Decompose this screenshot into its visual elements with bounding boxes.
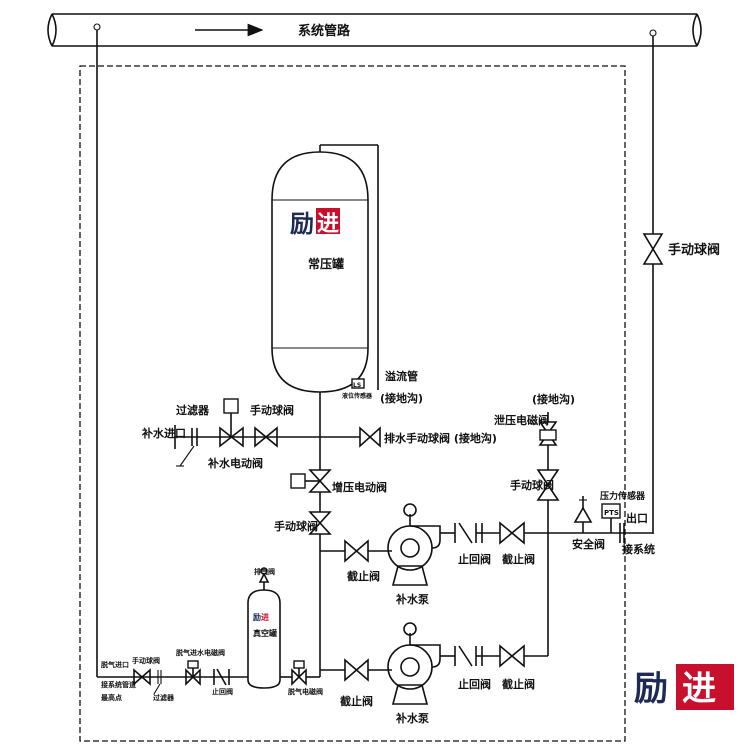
pressure-sensor [601, 503, 621, 533]
check-valve-1 [454, 522, 483, 544]
stop-valve-1-label: 截止阀 [502, 552, 535, 566]
degas-solenoid-2 [291, 660, 307, 686]
level-sensor-ls: LS [353, 382, 361, 389]
system-pipe: 系统管路 [47, 13, 702, 47]
check-valve-small-label: 止回阀 [212, 687, 233, 696]
equipment-boundary [79, 65, 626, 742]
vacuum-tank-brand2: 进 [261, 612, 269, 622]
degas-solenoid-label: 脱气进水电磁阀 [176, 648, 225, 657]
brand-logo: 励 进 [634, 664, 734, 710]
pressure-sensor-pts: PTS [604, 509, 619, 517]
stop-valve-pump1-label: 截止阀 [347, 569, 380, 583]
relief-drain-label: (接地沟) [532, 392, 575, 406]
filter-leg [179, 445, 195, 467]
pressure-relief-solenoid-label: 泄压电磁阀 [494, 413, 549, 427]
stop-valve-2 [499, 644, 525, 668]
overflow-pipe [320, 144, 379, 390]
makeup-pump-2-label: 补水泵 [395, 711, 429, 725]
safety-valve-label: 安全阀 [572, 537, 605, 551]
pressure-relief-solenoid [538, 421, 558, 446]
manual-valve-small [133, 668, 151, 686]
vacuum-tank [247, 567, 281, 689]
highest-point-label: 最高点 [101, 693, 122, 702]
drain-manual-ball-valve [359, 426, 381, 448]
filter-label: 过滤器 [176, 403, 210, 417]
check-valve-2-label: 止回阀 [458, 677, 491, 691]
to-system-label: 接系统 [622, 542, 655, 556]
tank-brand-bg [316, 208, 340, 234]
brand-logo-bg [676, 664, 734, 710]
overflow-drain-label: (接地沟) [380, 391, 423, 405]
degas-solenoid [185, 660, 201, 686]
makeup-solenoid-valve [219, 398, 244, 448]
stop-valve-1 [499, 521, 525, 545]
manual-ball-valve-mid-label: 手动球阀 [274, 519, 318, 533]
filter-small-label: 过滤器 [153, 693, 175, 702]
degas-inlet-label: 脱气进口 [101, 660, 129, 669]
tank-brand-char2: 进 [317, 212, 339, 237]
stop-valve-pump2-label: 截止阀 [340, 694, 373, 708]
manual-ball-valve-relief [536, 469, 560, 501]
tank-name: 常压罐 [308, 256, 344, 271]
makeup-pump-1-label: 补水泵 [395, 592, 429, 606]
drain-manual-ball-valve-label: 排水手动球阀 (接地沟) [384, 431, 497, 445]
check-valve-small [213, 668, 230, 686]
brand-logo-char1: 励 [634, 669, 668, 709]
water-inlet-label: 补水进口 [141, 426, 186, 440]
degas-solenoid-2-label: 脱气电磁阀 [288, 687, 323, 696]
manual-ball-valve-relief-label: 手动球阀 [510, 478, 554, 492]
brand-logo-char2: 进 [682, 669, 716, 709]
connect-system-pipe-label: 接系统管道 [101, 680, 136, 689]
overflow-pipe-label: 溢流管 [385, 369, 418, 383]
tank-brand-char1: 励 [290, 210, 314, 238]
boost-solenoid-valve [290, 469, 332, 493]
level-sensor-label: 液位传感器 [342, 392, 373, 400]
level-sensor-box [351, 378, 365, 389]
stop-valve-pump2 [344, 658, 369, 682]
manual-ball-valve-mid [308, 511, 332, 535]
vacuum-tank-label: 真空罐 [253, 628, 277, 638]
check-valve-1-label: 止回阀 [458, 552, 491, 566]
manual-ball-valve-top [254, 426, 278, 448]
manual-ball-valve-top-label: 手动球阀 [250, 403, 294, 417]
makeup-pump-2 [387, 622, 441, 705]
atmospheric-tank [271, 145, 369, 393]
stop-valve-pump1 [344, 539, 369, 563]
outlet-label: 出口 [626, 511, 648, 525]
manual-valve-small-label: 手动球阀 [132, 656, 160, 665]
manual-ball-valve-right-label: 手动球阀 [668, 242, 720, 258]
stop-valve-2-label: 截止阀 [502, 677, 535, 691]
vent-valve-label: 排气阀 [254, 567, 275, 576]
manual-ball-valve-right [642, 233, 664, 265]
boost-solenoid-label: 增压电动阀 [332, 480, 387, 494]
pressure-sensor-label: 压力传感器 [600, 490, 646, 502]
safety-valve [573, 496, 593, 533]
system-pipe-label: 系统管路 [298, 23, 351, 39]
makeup-pump-1 [387, 503, 441, 586]
makeup-solenoid-label: 补水电动阀 [207, 456, 263, 470]
check-valve-2 [454, 645, 483, 667]
vacuum-tank-brand: 励 [253, 612, 261, 622]
